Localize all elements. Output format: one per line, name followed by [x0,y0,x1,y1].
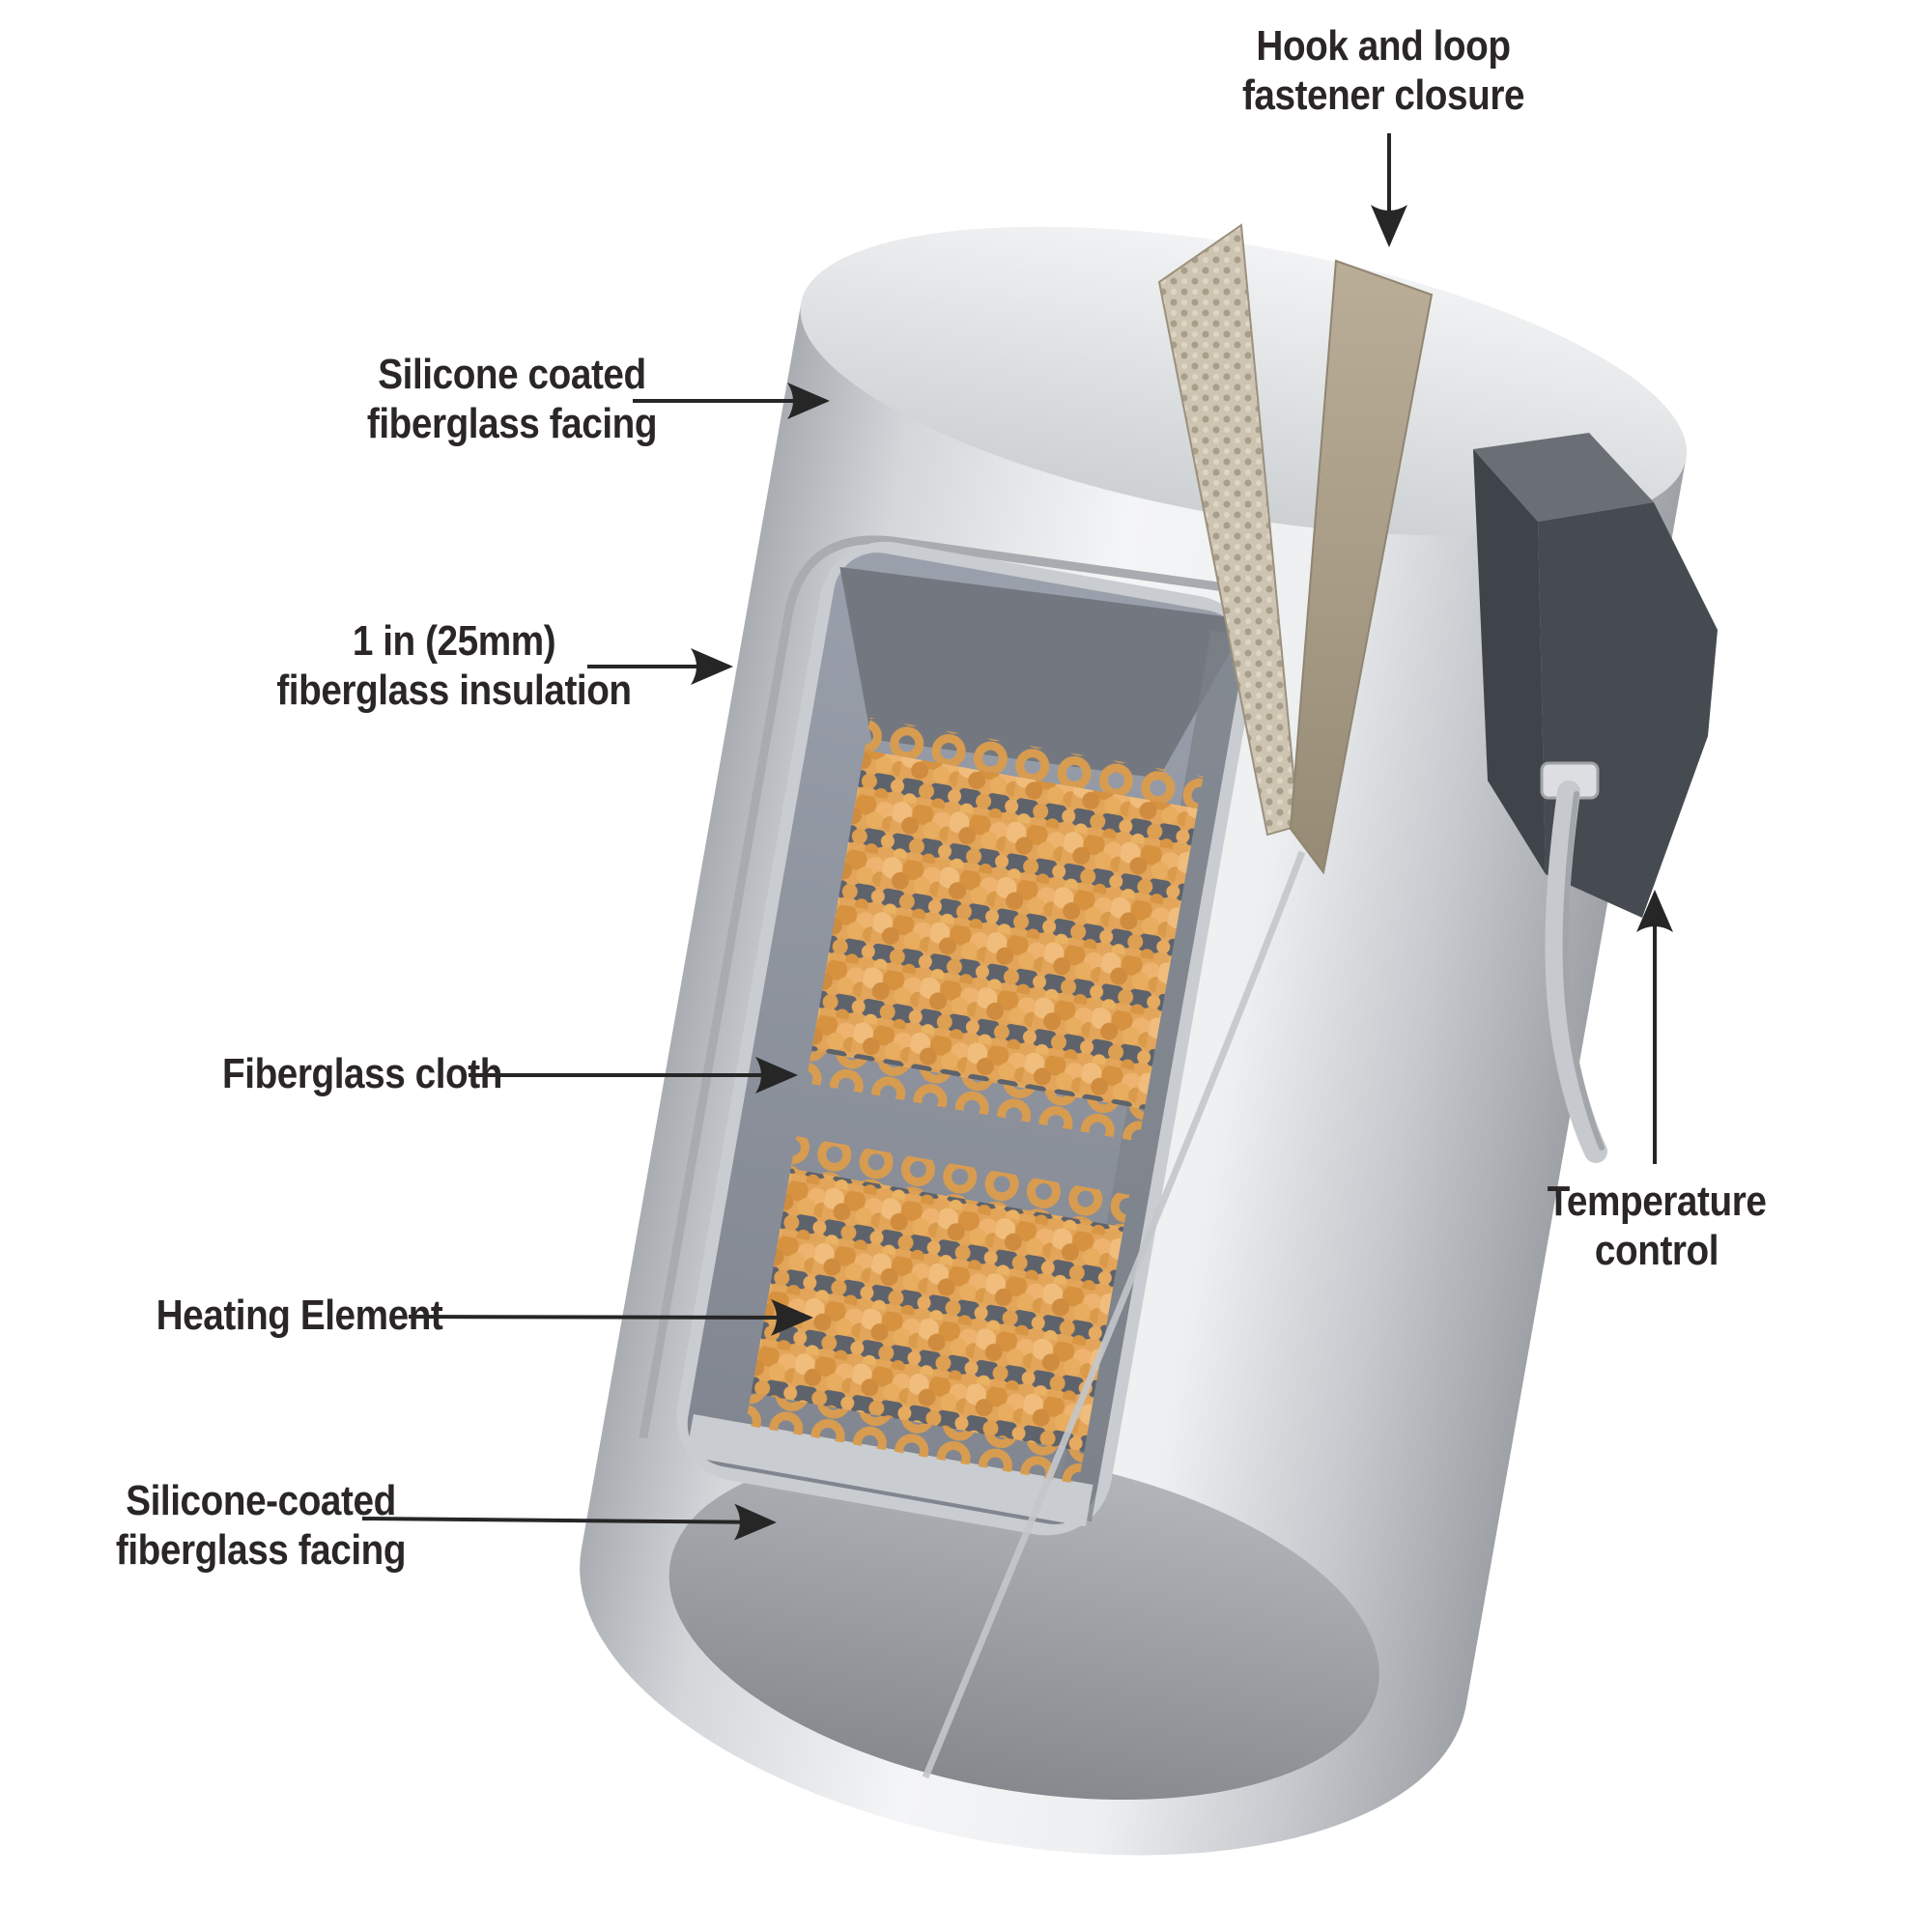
control-box-top-face [1473,433,1654,522]
heater-cylinder [580,226,1687,1856]
label-heating-element: Heating Element [156,1292,443,1339]
label-silicone-facing-bottom: Silicone-coated fiberglass facing [115,1477,407,1575]
control-box-left-face [1473,449,1546,874]
heating-element-mesh-lower [745,1136,1130,1485]
label-fiberglass-insulation: 1 in (25mm) fiberglass insulation [276,617,632,715]
power-cable-shade [1562,791,1605,1151]
label-silicone-facing-top: Silicone coated fiberglass facing [366,351,658,448]
inner-facing-band [686,1414,1094,1527]
label-fiberglass-cloth: Fiberglass cloth [222,1050,502,1097]
arrow-heating-element [408,1298,813,1336]
arrow-silicone-facing-bottom [361,1503,777,1541]
strap-hook-tan [1289,259,1434,875]
label-temperature-control: Temperature control [1547,1178,1767,1275]
recess-ceiling [839,567,1249,779]
power-cable [1545,781,1607,1163]
label-hook-loop-closure: Hook and loop fastener closure [1241,22,1525,120]
temperature-control-box [1473,433,1718,1163]
heating-element-mesh-upper [806,717,1204,1142]
wrap-flap-edge [922,850,1306,1779]
cylinder-bottom-opening [668,1449,1379,1801]
control-box-front-face [1538,502,1718,918]
callout-arrows [361,133,1673,1541]
insulation-edge-line [639,535,1266,1439]
